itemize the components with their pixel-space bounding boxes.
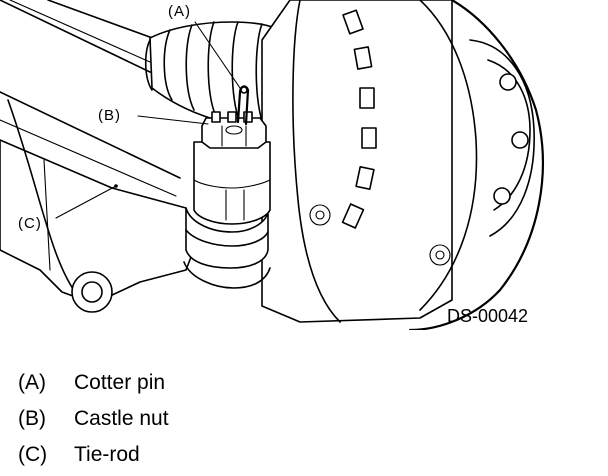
- tie-rod-arm: [0, 91, 197, 313]
- drive-shaft: [0, 0, 159, 73]
- tie-rod-end: [183, 141, 271, 289]
- hub-flange: [341, 9, 535, 237]
- callout-b-tag: (B): [98, 107, 121, 124]
- legend-label: Castle nut: [74, 407, 169, 430]
- callout-c-tag: (C): [18, 215, 42, 232]
- tie-rod-diagram: (A) (B) (C) DS-00042: [0, 0, 544, 330]
- callout-a-tag: (A): [168, 3, 191, 20]
- legend-key: (C): [18, 443, 48, 466]
- legend-label: Cotter pin: [74, 371, 166, 394]
- legend-key: (B): [18, 407, 46, 430]
- callout-leaders: [55, 21, 241, 219]
- figure-code: DS-00042: [447, 306, 528, 326]
- legend-key: (A): [18, 371, 46, 394]
- steering-knuckle: [261, 0, 544, 330]
- legend-item-tie-rod: (C) Tie-rod: [18, 440, 169, 476]
- legend-item-castle-nut: (B) Castle nut: [18, 404, 169, 440]
- cotter-pin: [236, 85, 250, 126]
- legend-item-cotter-pin: (A) Cotter pin: [18, 368, 169, 404]
- legend-label: Tie-rod: [74, 443, 140, 466]
- castle-nut: [201, 111, 267, 149]
- parts-legend: (A) Cotter pin (B) Castle nut (C) Tie-rod: [18, 368, 169, 476]
